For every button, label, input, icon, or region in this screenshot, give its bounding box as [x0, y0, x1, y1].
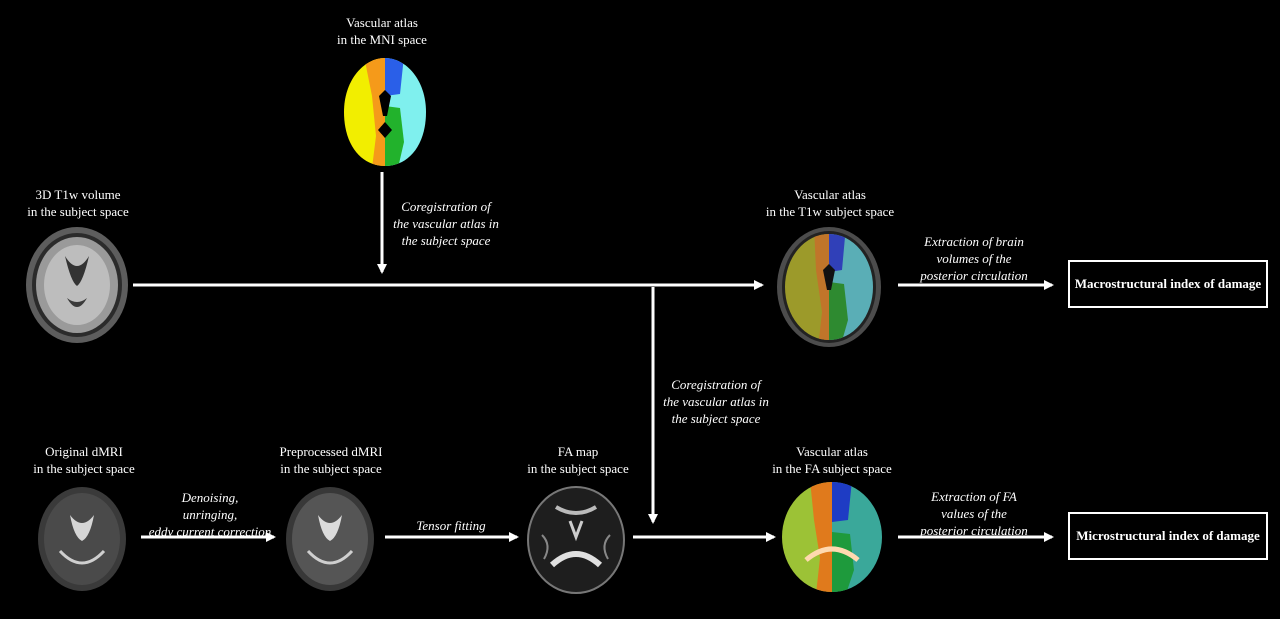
- macrostructural-index-text: Macrostructural index of damage: [1074, 276, 1262, 291]
- preprocessing-line2: unringing,: [182, 507, 238, 522]
- t1w-line2: in the subject space: [27, 204, 129, 219]
- atlas-mni-line1: Vascular atlas: [346, 15, 418, 30]
- macrostructural-index-box: Macrostructural index of damage: [1068, 260, 1268, 308]
- atlas-fa-line1: Vascular atlas: [796, 444, 868, 459]
- tensor-fitting-label: Tensor fitting: [396, 517, 506, 534]
- microstructural-index-box: Microstructural index of damage: [1068, 512, 1268, 560]
- t1w-line1: 3D T1w volume: [35, 187, 121, 202]
- extract-volumes-label: Extraction of brain volumes of the poste…: [906, 233, 1042, 284]
- preprocessed-dmri-line1: Preprocessed dMRI: [279, 444, 383, 459]
- original-dmri-image: [38, 487, 126, 591]
- coreg-top-line3: the subject space: [401, 233, 491, 248]
- coreg-mid-line1: Coregistration of: [671, 377, 761, 392]
- extract-fa-line2: values of the: [941, 506, 1007, 521]
- extract-volumes-line3: posterior circulation: [920, 268, 1028, 283]
- atlas-mni-label: Vascular atlas in the MNI space: [300, 14, 464, 48]
- fa-map-image: [527, 486, 625, 594]
- atlas-t1w-image: [777, 227, 881, 347]
- preprocessed-dmri-image: [286, 487, 374, 591]
- coreg-top-line2: the vascular atlas in: [393, 216, 499, 231]
- atlas-mni-line2: in the MNI space: [337, 32, 427, 47]
- preprocessing-label: Denoising, unringing, eddy current corre…: [140, 489, 280, 540]
- coreg-top-label: Coregistration of the vascular atlas in …: [386, 198, 506, 249]
- original-dmri-line1: Original dMRI: [45, 444, 123, 459]
- extract-fa-label: Extraction of FA values of the posterior…: [912, 488, 1036, 539]
- extract-volumes-line2: volumes of the: [936, 251, 1012, 266]
- atlas-t1w-line2: in the T1w subject space: [765, 204, 895, 219]
- coreg-top-line1: Coregistration of: [401, 199, 491, 214]
- extract-volumes-line1: Extraction of brain: [924, 234, 1024, 249]
- coreg-mid-line3: the subject space: [671, 411, 761, 426]
- microstructural-index-text: Microstructural index of damage: [1076, 528, 1260, 543]
- original-dmri-label: Original dMRI in the subject space: [14, 443, 154, 477]
- atlas-fa-image: [782, 482, 882, 592]
- atlas-mni-image: [344, 58, 426, 166]
- extract-fa-line3: posterior circulation: [920, 523, 1028, 538]
- fa-map-line1: FA map: [557, 444, 599, 459]
- t1w-label: 3D T1w volume in the subject space: [8, 186, 148, 220]
- preprocessed-dmri-line2: in the subject space: [280, 461, 382, 476]
- atlas-t1w-label: Vascular atlas in the T1w subject space: [740, 186, 920, 220]
- atlas-fa-line2: in the FA subject space: [772, 461, 892, 476]
- coreg-mid-label: Coregistration of the vascular atlas in …: [656, 376, 776, 427]
- tensor-fitting-line1: Tensor fitting: [416, 518, 486, 533]
- fa-map-line2: in the subject space: [527, 461, 629, 476]
- fa-map-label: FA map in the subject space: [508, 443, 648, 477]
- original-dmri-line2: in the subject space: [33, 461, 135, 476]
- t1w-image: [26, 227, 128, 343]
- coreg-mid-line2: the vascular atlas in: [663, 394, 769, 409]
- preprocessing-line3: eddy current correction: [148, 524, 272, 539]
- extract-fa-line1: Extraction of FA: [931, 489, 1017, 504]
- preprocessing-line1: Denoising,: [181, 490, 239, 505]
- atlas-fa-label: Vascular atlas in the FA subject space: [746, 443, 918, 477]
- preprocessed-dmri-label: Preprocessed dMRI in the subject space: [256, 443, 406, 477]
- atlas-t1w-line1: Vascular atlas: [794, 187, 866, 202]
